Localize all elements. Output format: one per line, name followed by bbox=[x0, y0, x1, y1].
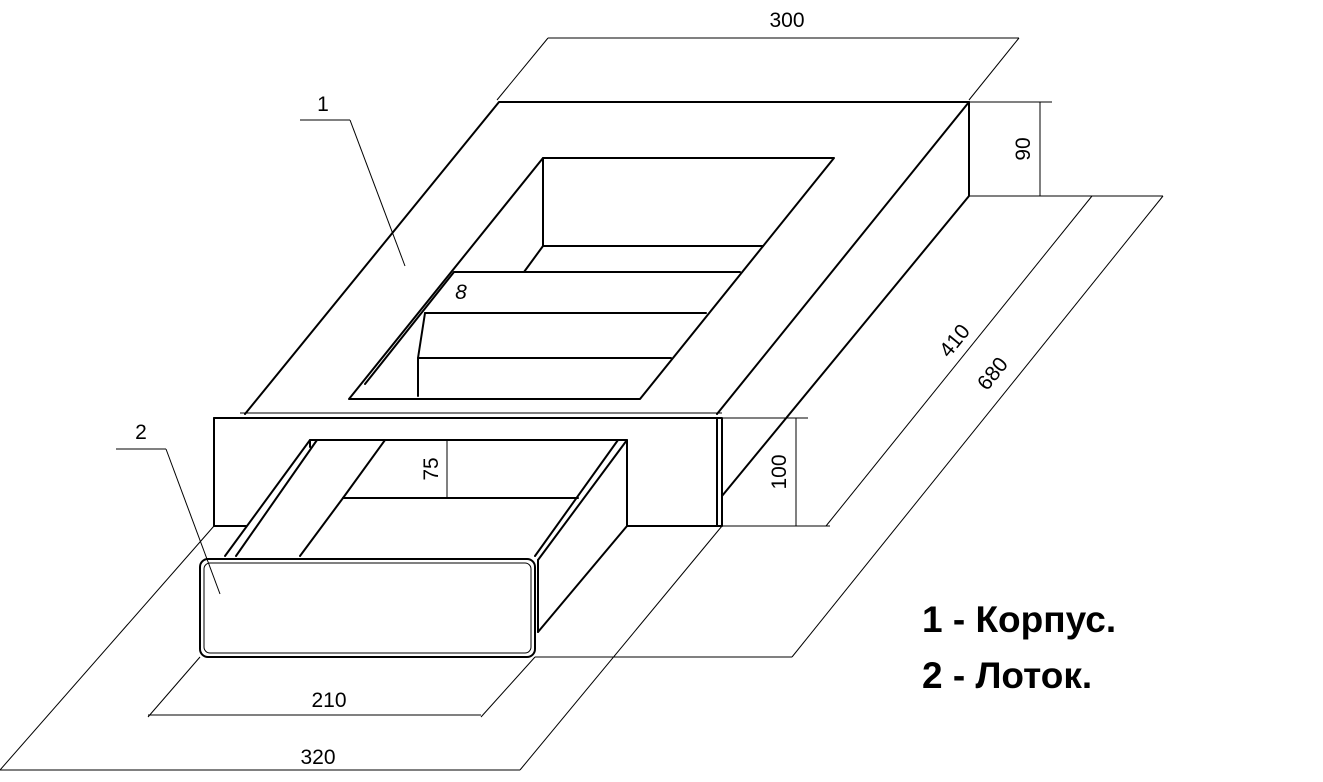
dim-100: 100 bbox=[768, 454, 791, 489]
legend-item-1: 1 - Корпус. bbox=[922, 599, 1117, 640]
dim-680: 680 bbox=[973, 353, 1013, 395]
housing-body bbox=[213, 101, 970, 527]
dim-75: 75 bbox=[420, 457, 443, 480]
callout-2: 2 bbox=[135, 421, 147, 444]
callout-mark: 8 bbox=[455, 281, 467, 304]
dim-210: 210 bbox=[311, 689, 346, 712]
legend: 1 - Корпус. 2 - Лоток. bbox=[922, 592, 1116, 704]
callout-1: 1 bbox=[317, 93, 329, 116]
tray-body bbox=[199, 439, 628, 658]
dim-300: 300 bbox=[769, 9, 804, 32]
dimension-lines bbox=[0, 37, 1164, 771]
legend-item-2: 2 - Лоток. bbox=[922, 655, 1093, 696]
dim-320: 320 bbox=[300, 746, 335, 769]
dim-90: 90 bbox=[1012, 137, 1035, 160]
leader-lines bbox=[116, 119, 406, 595]
dim-410: 410 bbox=[935, 320, 975, 362]
